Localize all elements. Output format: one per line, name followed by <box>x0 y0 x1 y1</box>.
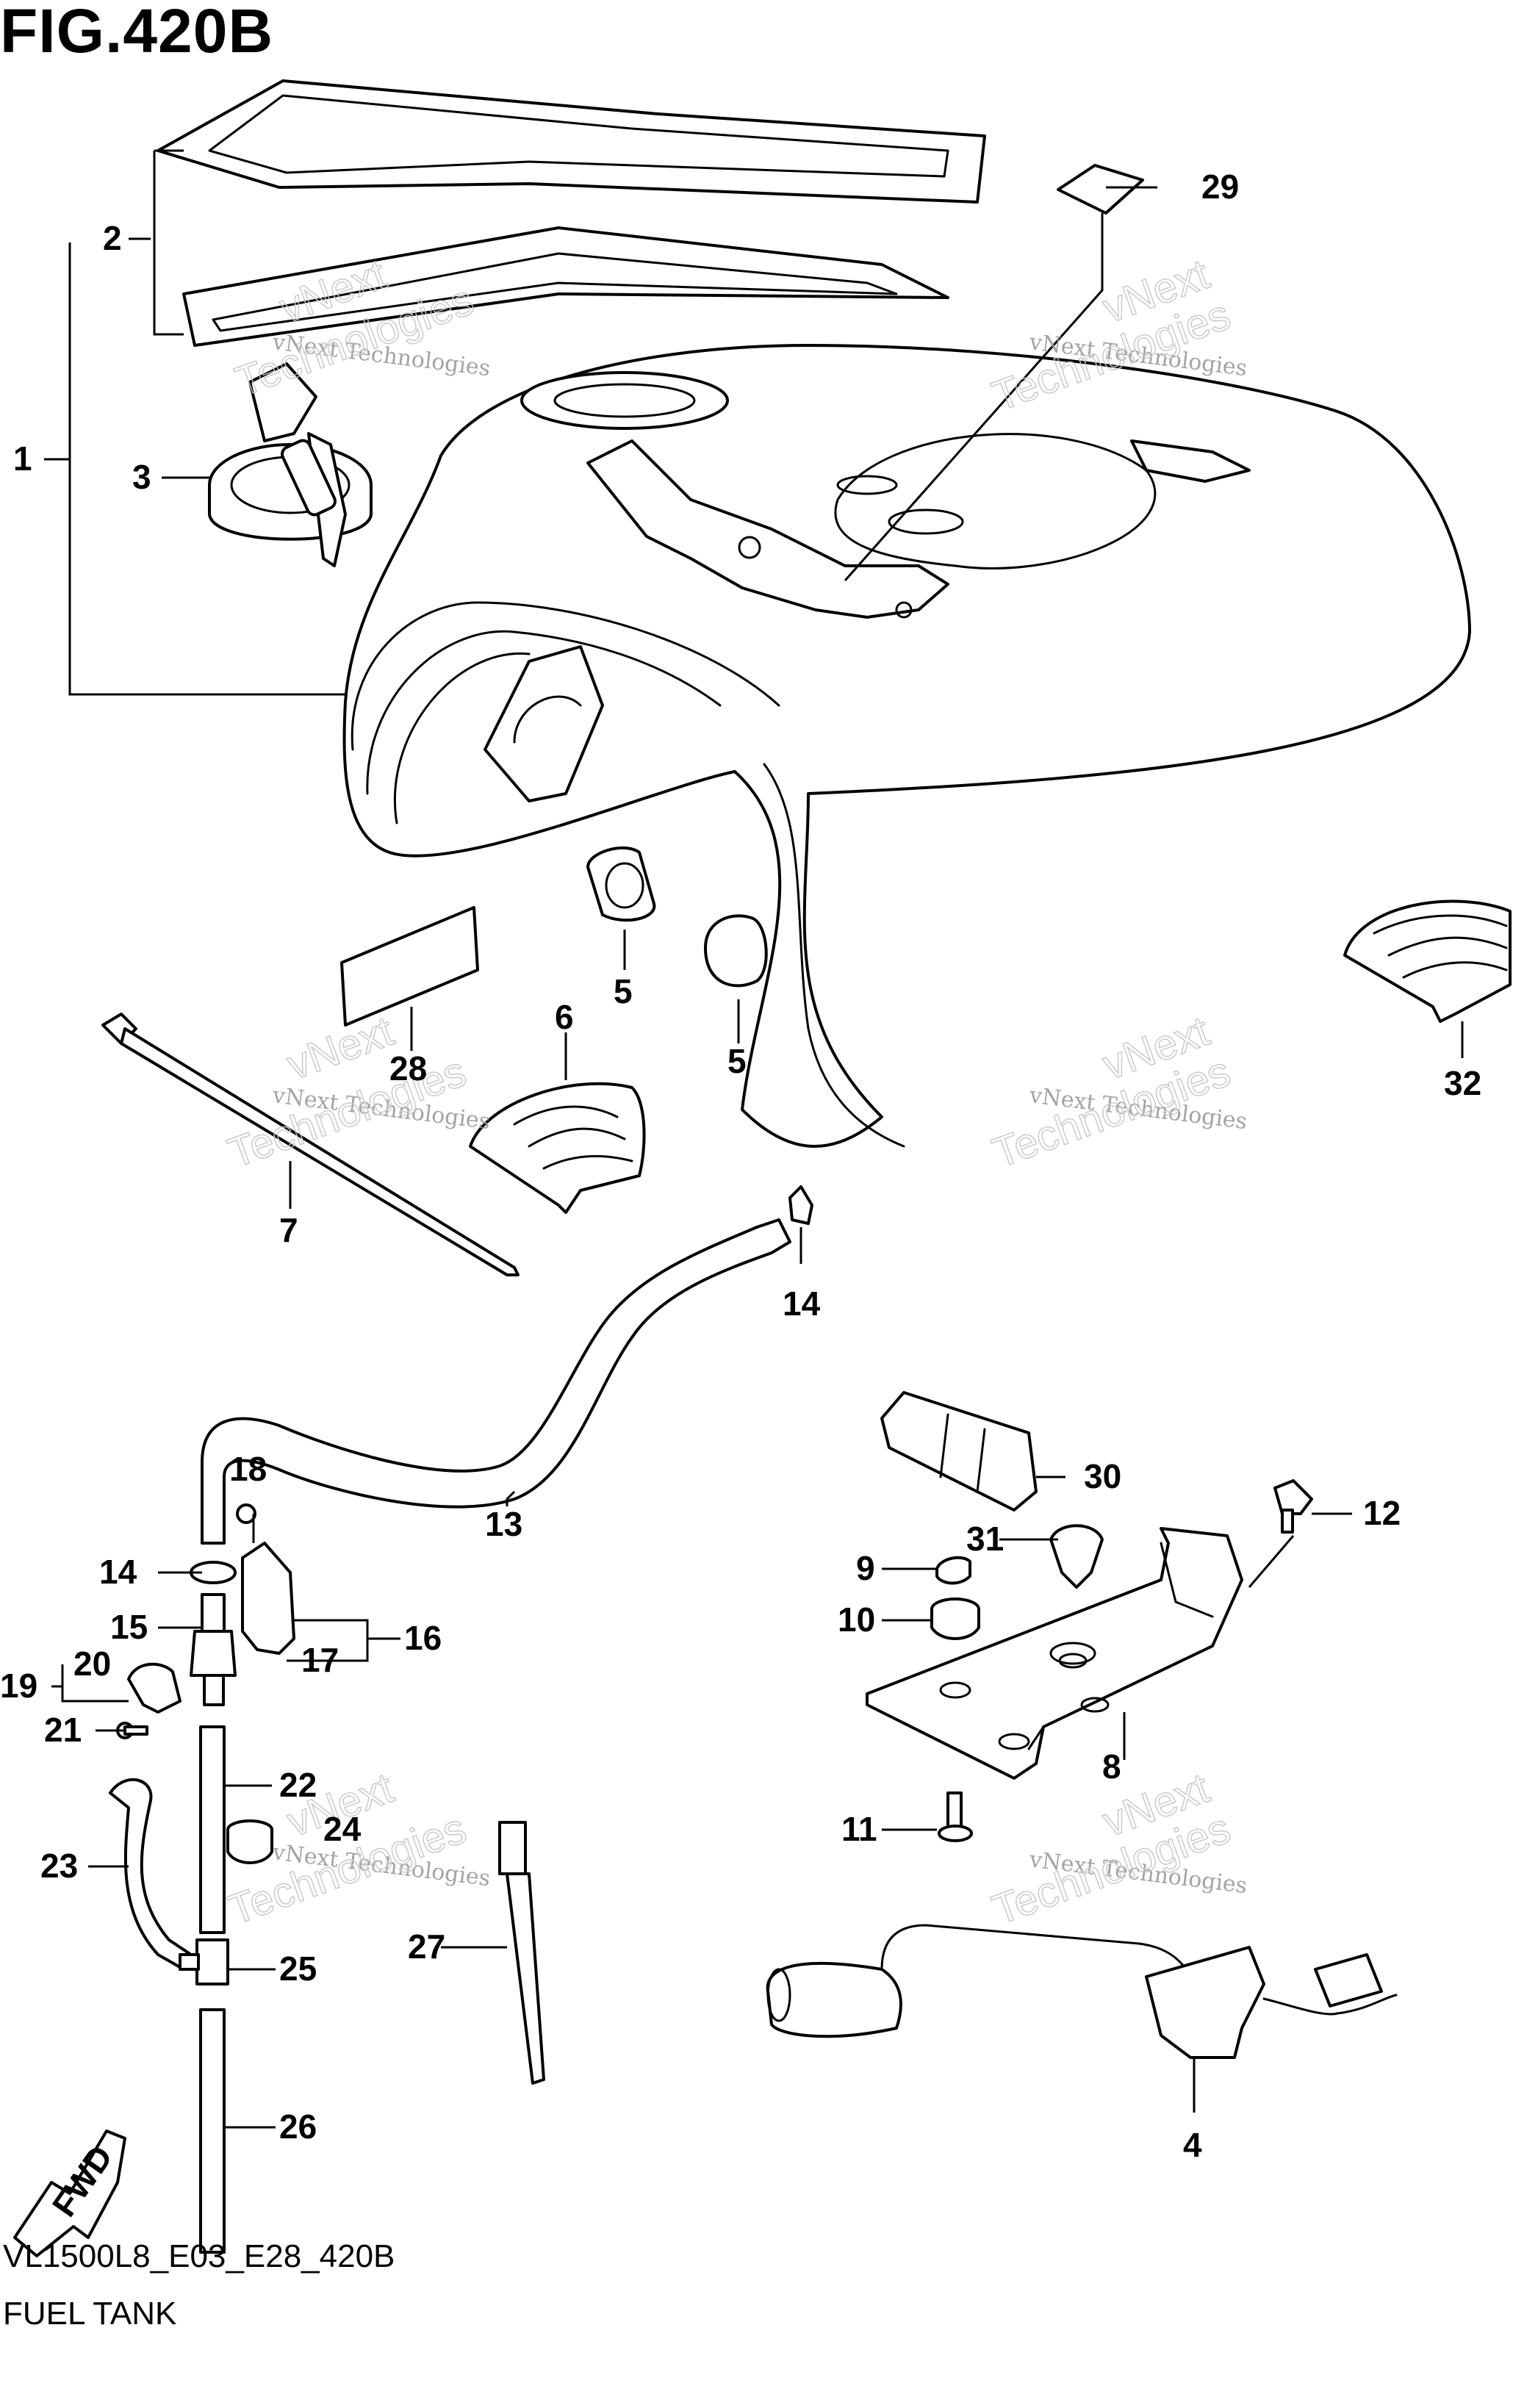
callout-3: 3 <box>132 458 151 496</box>
callout-8: 8 <box>1102 1747 1121 1786</box>
fuel-tank <box>342 344 1471 1148</box>
fuel-level-gauge <box>766 1924 1398 2059</box>
figure-title: FIG.420B <box>0 0 274 65</box>
callout-11: 11 <box>841 1810 877 1848</box>
tank-decal-upper <box>157 79 986 204</box>
leader-lines <box>44 149 1464 2129</box>
callout-10: 10 <box>838 1600 875 1639</box>
grommet-5a <box>586 846 656 922</box>
grommet-5b <box>704 914 768 988</box>
bolt-11 <box>938 1791 973 1842</box>
bolt-12 <box>1273 1479 1313 1534</box>
callout-21: 21 <box>44 1711 82 1749</box>
callout-19: 19 <box>0 1667 37 1705</box>
cushion-30 <box>880 1391 1038 1512</box>
fuel-cap <box>208 362 373 567</box>
callout-23: 23 <box>40 1847 78 1885</box>
callout-9: 9 <box>856 1549 875 1587</box>
tank-cushion-32 <box>1343 899 1512 1023</box>
rubber-31 <box>1049 1524 1104 1589</box>
fwd-arrow-icon: FWD <box>13 2130 126 2257</box>
callout-4: 4 <box>1183 2126 1202 2164</box>
cable-tie <box>101 1013 520 1276</box>
tank-cushion-6 <box>469 1082 646 1214</box>
callout-2: 2 <box>103 219 122 257</box>
callout-32: 32 <box>1444 1064 1481 1102</box>
callout-17: 17 <box>301 1641 339 1679</box>
tank-decal-lower <box>182 226 949 347</box>
valve-assembly <box>116 1503 295 1739</box>
callout-numbers: 1 2 3 4 5 5 6 7 8 9 10 11 12 13 14 14 15… <box>0 168 1481 2164</box>
emblem-plate <box>1057 164 1144 215</box>
callout-18: 18 <box>229 1450 267 1488</box>
callout-12: 12 <box>1363 1494 1401 1532</box>
hose-26 <box>199 2008 226 2254</box>
mounting-plate <box>866 1527 1243 1780</box>
callout-20: 20 <box>73 1645 111 1683</box>
caution-label <box>340 906 479 1027</box>
callout-30: 30 <box>1084 1457 1121 1495</box>
washer-9 <box>935 1556 971 1585</box>
callout-22: 22 <box>279 1766 317 1804</box>
cap-24 <box>226 1819 273 1864</box>
callout-14b: 14 <box>99 1553 137 1591</box>
callout-1: 1 <box>13 439 32 478</box>
callout-16: 16 <box>404 1619 442 1657</box>
callout-15: 15 <box>110 1608 148 1646</box>
breather-hose <box>201 1218 791 1545</box>
callout-6: 6 <box>555 998 574 1036</box>
callout-24: 24 <box>323 1810 362 1848</box>
hose-22 <box>199 1725 226 1934</box>
t-joint <box>179 1938 229 1985</box>
figure-name: FUEL TANK <box>3 2296 177 2332</box>
callout-25: 25 <box>279 1949 317 1988</box>
callout-7: 7 <box>279 1211 298 1249</box>
callout-14a: 14 <box>783 1284 821 1323</box>
callout-31: 31 <box>966 1520 1004 1558</box>
hose-clamp-14-upper <box>788 1185 813 1225</box>
callout-5a: 5 <box>614 972 633 1010</box>
hose-23 <box>109 1778 193 1971</box>
callout-27: 27 <box>408 1927 445 1966</box>
callout-28: 28 <box>389 1049 427 1088</box>
callout-5b: 5 <box>727 1042 747 1080</box>
callout-29: 29 <box>1201 168 1239 206</box>
callout-26: 26 <box>279 2107 317 2146</box>
figure-code: VL1500L8_E03_E28_420B <box>3 2238 395 2274</box>
grommet-10 <box>930 1597 980 1640</box>
band-27 <box>498 1821 545 2085</box>
callout-13: 13 <box>485 1505 522 1543</box>
